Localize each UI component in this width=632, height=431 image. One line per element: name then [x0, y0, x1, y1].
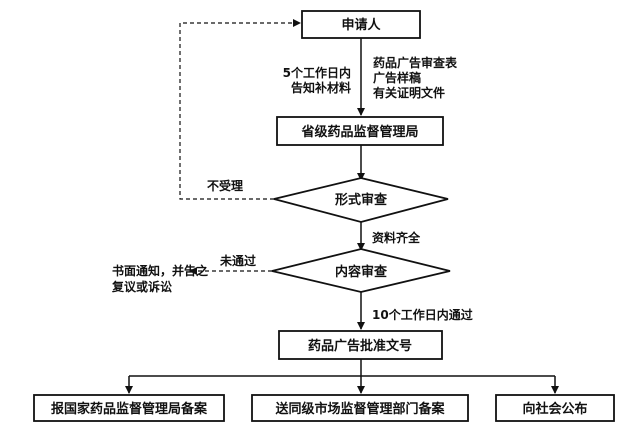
formal-review-label: 形式审查: [335, 192, 388, 208]
publish-label: 向社会公布: [522, 401, 587, 417]
applicant-box: 申请人: [301, 10, 421, 39]
dashed-loop-not-accepted: [179, 19, 301, 200]
document-2: 广告样稿: [373, 70, 421, 85]
send-market-box: 送同级市场监督管理部门备案: [251, 394, 469, 422]
passed-10days-label: 10个工作日内通过: [372, 307, 473, 322]
publish-box: 向社会公布: [495, 394, 615, 422]
required-documents: 药品广告审查表 广告样稿 有关证明文件: [373, 55, 458, 100]
document-3: 有关证明文件: [373, 85, 445, 100]
provincial-bureau-box: 省级药品监督管理局: [276, 116, 444, 146]
approval-number-label: 药品广告批准文号: [308, 338, 412, 354]
report-national-label: 报国家药品监督管理局备案: [51, 401, 208, 417]
applicant-label: 申请人: [341, 17, 381, 33]
send-market-label: 送同级市场监督管理部门备案: [274, 401, 445, 417]
supplement-line-1: 5个工作日内: [283, 65, 351, 80]
document-1: 药品广告审查表: [373, 55, 458, 70]
approval-number-box: 药品广告批准文号: [278, 330, 443, 360]
written-notice: 书面通知，并告之 复议或诉讼: [111, 263, 208, 294]
content-review-diamond: 内容审查: [271, 248, 451, 293]
formal-review-diamond: 形式审查: [273, 177, 449, 223]
report-national-box: 报国家药品监督管理局备案: [33, 394, 225, 422]
content-review-label: 内容审查: [335, 264, 388, 280]
written-notice-line-2: 复议或诉讼: [111, 279, 172, 294]
not-passed-label: 未通过: [219, 253, 256, 268]
supplement-note: 5个工作日内 告知补材料: [283, 65, 351, 95]
written-notice-line-1: 书面通知，并告之: [112, 263, 208, 278]
complete-label: 资料齐全: [372, 230, 421, 245]
provincial-bureau-label: 省级药品监督管理局: [300, 124, 418, 140]
not-accepted-label: 不受理: [207, 178, 243, 193]
supplement-line-2: 告知补材料: [291, 80, 351, 95]
